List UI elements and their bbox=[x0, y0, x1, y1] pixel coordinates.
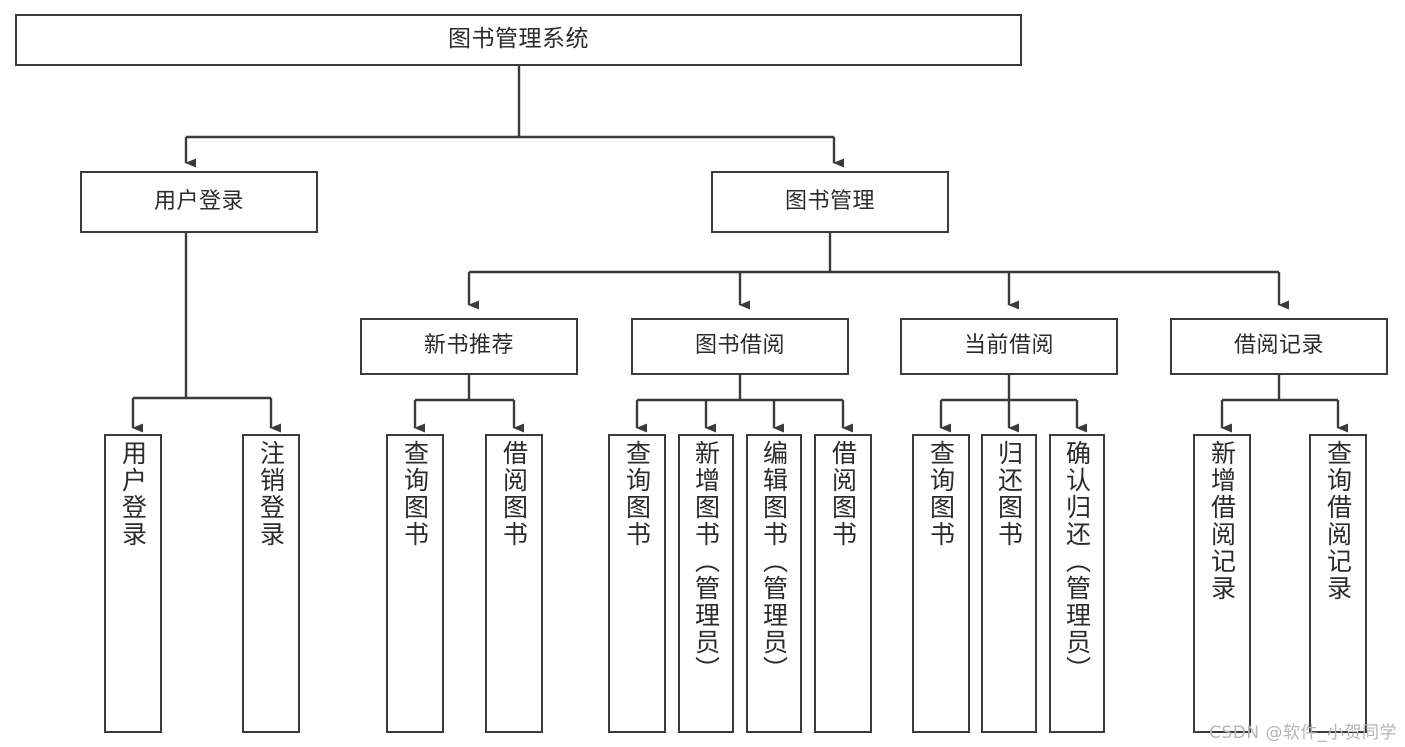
node-root-label: 图书管理系统 bbox=[448, 26, 589, 53]
node-leaf-query-book-recommend-label: 查询图书 bbox=[400, 440, 430, 548]
node-leaf-query-book-current[interactable]: 查询图书 bbox=[912, 434, 970, 733]
node-leaf-confirm-return-admin[interactable]: 确认归还（管理员） bbox=[1049, 434, 1105, 733]
node-leaf-edit-book-admin[interactable]: 编辑图书（管理员） bbox=[746, 434, 802, 733]
node-user-login-label: 用户登录 bbox=[153, 188, 244, 214]
node-new-book-recommend[interactable]: 新书推荐 bbox=[360, 318, 578, 375]
node-leaf-query-book-current-label: 查询图书 bbox=[926, 440, 956, 548]
node-book-manage[interactable]: 图书管理 bbox=[711, 171, 949, 233]
node-leaf-edit-book-admin-label: 编辑图书（管理员） bbox=[759, 440, 789, 683]
node-leaf-query-borrow-record[interactable]: 查询借阅记录 bbox=[1309, 434, 1367, 733]
node-leaf-query-book-recommend[interactable]: 查询图书 bbox=[386, 434, 444, 733]
node-leaf-user-logout-label: 注销登录 bbox=[256, 440, 286, 548]
node-root-book-management-system[interactable]: 图书管理系统 bbox=[15, 14, 1022, 66]
node-current-borrow[interactable]: 当前借阅 bbox=[900, 318, 1118, 375]
node-user-login[interactable]: 用户登录 bbox=[80, 171, 318, 233]
node-leaf-query-book-borrow-label: 查询图书 bbox=[622, 440, 652, 548]
node-leaf-borrow-book-recommend[interactable]: 借阅图书 bbox=[485, 434, 543, 733]
node-leaf-user-login[interactable]: 用户登录 bbox=[104, 434, 162, 733]
node-leaf-query-book-borrow[interactable]: 查询图书 bbox=[608, 434, 666, 733]
node-leaf-add-book-admin-label: 新增图书（管理员） bbox=[691, 440, 721, 683]
node-leaf-user-login-label: 用户登录 bbox=[118, 440, 148, 548]
node-leaf-return-book-label: 归还图书 bbox=[994, 440, 1024, 548]
node-book-borrow[interactable]: 图书借阅 bbox=[631, 318, 849, 375]
node-leaf-return-book[interactable]: 归还图书 bbox=[981, 434, 1037, 733]
node-leaf-borrow-book-recommend-label: 借阅图书 bbox=[499, 440, 529, 548]
node-current-borrow-label: 当前借阅 bbox=[963, 333, 1054, 359]
node-leaf-borrow-book-borrow-label: 借阅图书 bbox=[828, 440, 858, 548]
node-leaf-add-book-admin[interactable]: 新增图书（管理员） bbox=[678, 434, 734, 733]
node-borrow-record-label: 借阅记录 bbox=[1233, 333, 1324, 359]
node-book-manage-label: 图书管理 bbox=[784, 188, 875, 214]
node-leaf-borrow-book-borrow[interactable]: 借阅图书 bbox=[814, 434, 872, 733]
node-new-book-recommend-label: 新书推荐 bbox=[423, 333, 514, 359]
node-leaf-query-borrow-record-label: 查询借阅记录 bbox=[1323, 440, 1353, 602]
csdn-watermark: CSDN @软件_小贺同学 bbox=[1209, 723, 1397, 743]
node-leaf-confirm-return-admin-label: 确认归还（管理员） bbox=[1062, 440, 1092, 683]
node-leaf-add-borrow-record-label: 新增借阅记录 bbox=[1207, 440, 1237, 602]
node-book-borrow-label: 图书借阅 bbox=[694, 333, 785, 359]
node-borrow-record[interactable]: 借阅记录 bbox=[1170, 318, 1388, 375]
node-leaf-user-logout[interactable]: 注销登录 bbox=[242, 434, 300, 733]
node-leaf-add-borrow-record[interactable]: 新增借阅记录 bbox=[1193, 434, 1251, 733]
